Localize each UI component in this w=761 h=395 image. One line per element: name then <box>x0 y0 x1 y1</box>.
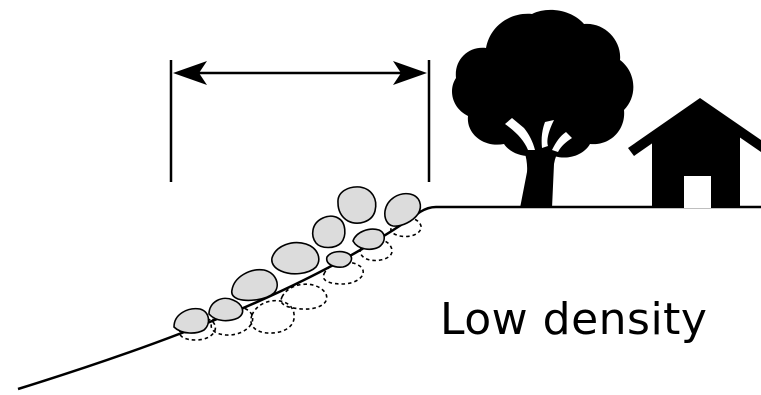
rock-icon <box>384 192 422 227</box>
dashed-rock <box>280 283 328 310</box>
rock-icon <box>173 307 210 334</box>
density-label: Low density <box>440 294 708 345</box>
rock-icon <box>325 250 353 268</box>
arrowhead-left <box>173 61 207 85</box>
tree-canopy <box>452 9 634 158</box>
slope-ground-line <box>17 205 761 391</box>
rock-icon <box>352 228 386 251</box>
tree-branch-gap <box>552 132 572 152</box>
tree-trunk <box>505 118 572 208</box>
rock-icon <box>271 241 320 275</box>
tree-branch-gap <box>505 118 535 150</box>
dashed-rock <box>390 216 422 238</box>
armour-rocks <box>173 186 422 334</box>
rock-icon <box>311 215 346 249</box>
house-icon <box>628 98 761 208</box>
dashed-rock <box>250 299 295 334</box>
rock-icon <box>337 186 377 224</box>
tree-branch-gap <box>541 120 554 148</box>
house-door <box>684 176 711 208</box>
arrowhead-right <box>393 61 427 85</box>
rock-icon <box>230 268 278 302</box>
setback-dimension <box>169 60 431 182</box>
rock-icon <box>208 297 244 322</box>
tree-icon <box>452 9 634 208</box>
house-body <box>652 104 740 208</box>
